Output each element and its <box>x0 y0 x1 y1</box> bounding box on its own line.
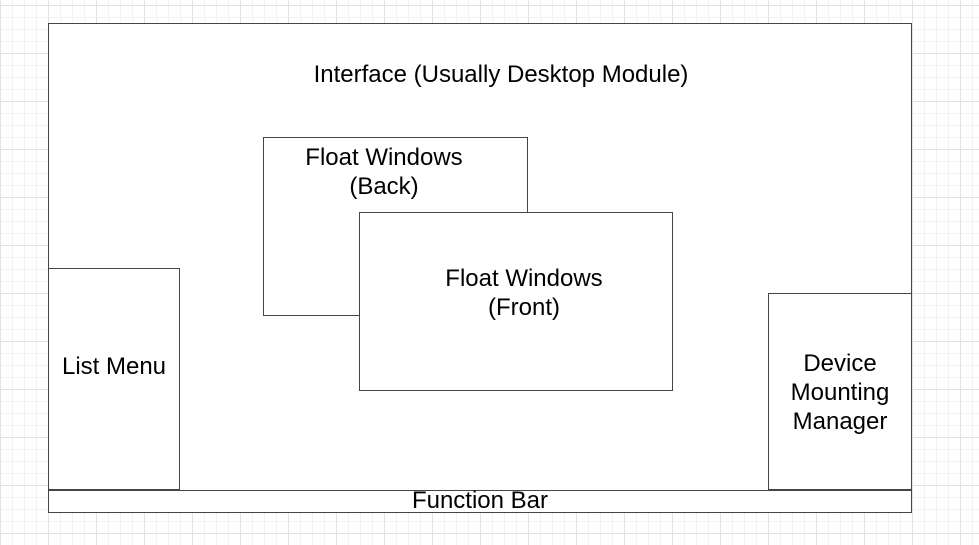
node-device-mounting-manager[interactable] <box>768 293 912 490</box>
node-function-bar[interactable] <box>48 490 912 513</box>
node-float-windows-front[interactable] <box>359 212 673 391</box>
node-list-menu[interactable] <box>48 268 180 490</box>
